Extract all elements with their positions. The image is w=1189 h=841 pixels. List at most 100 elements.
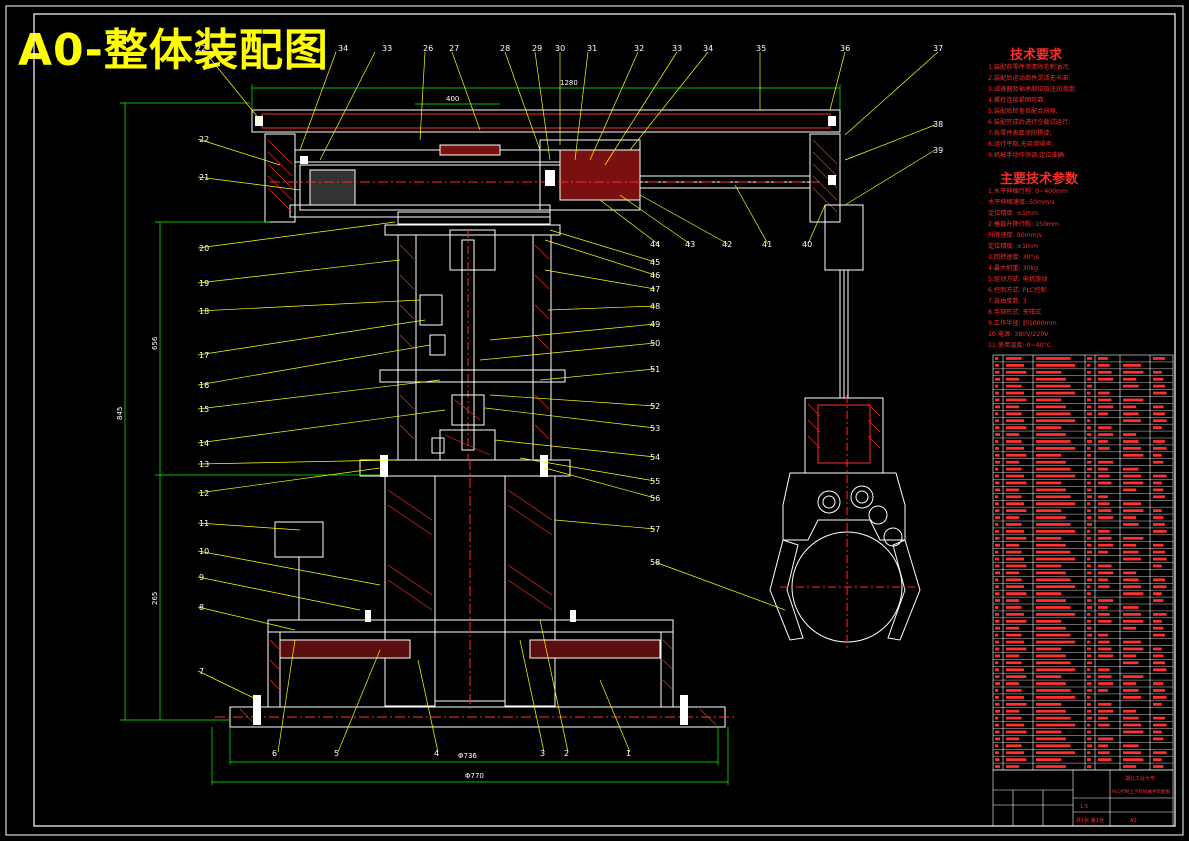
inner-frame <box>33 13 1176 827</box>
table-cell-text <box>1153 619 1162 623</box>
table-cell-text <box>1087 405 1092 409</box>
table-cell-text <box>1098 474 1110 478</box>
table-cell-text <box>1087 433 1092 436</box>
part-label: 28 <box>500 44 510 53</box>
part-label: 37 <box>933 44 943 53</box>
table-cell-text <box>1036 446 1076 450</box>
table-cell-text <box>1087 619 1091 623</box>
table-cell-text <box>995 391 999 395</box>
table-cell-text <box>1036 467 1071 471</box>
table-cell-text <box>1153 523 1165 526</box>
table-cell-text <box>1153 695 1167 699</box>
table-cell-text <box>1098 564 1112 568</box>
table-cell-text <box>1087 633 1093 637</box>
part-label: 6 <box>272 749 277 758</box>
table-cell-text <box>1153 495 1165 499</box>
table-cell-text <box>1006 689 1022 692</box>
table-cell-text <box>995 412 999 416</box>
table-cell-text <box>1123 405 1137 409</box>
table-cell-text <box>1087 557 1091 561</box>
table-cell-text <box>1098 599 1114 602</box>
table-cell-text <box>1006 440 1022 443</box>
table-cell-text <box>1036 612 1076 616</box>
table-cell-text <box>1153 702 1162 706</box>
table-cell-text <box>1087 370 1091 374</box>
table-cell-text <box>1036 619 1062 623</box>
part-label: 34 <box>703 44 713 53</box>
table-cell-text <box>995 744 999 748</box>
table-cell-text <box>1087 377 1092 381</box>
table-cell-text <box>1006 571 1020 575</box>
title-block-sheet: 共1张 第1张 <box>1076 817 1104 824</box>
param-item: 10.电源: 380V/220V <box>988 331 1049 338</box>
param-item: 1.水平伸缩行程: 0~400mm <box>988 188 1069 195</box>
table-cell-text <box>1087 744 1093 748</box>
table-cell-text <box>1006 550 1022 554</box>
table-cell-text <box>1006 723 1024 727</box>
table-cell-text <box>1036 585 1076 589</box>
table-cell-text <box>1036 440 1071 443</box>
table-cell-text <box>1006 737 1020 741</box>
param-item: 9.工作半径: 约1000mm <box>988 320 1057 327</box>
table-cell-text <box>1036 640 1076 644</box>
table-cell-text <box>1036 433 1066 436</box>
table-cell-text <box>995 384 999 388</box>
table-cell-text <box>995 363 999 367</box>
table-cell-text <box>1153 592 1162 596</box>
part-label: 51 <box>650 365 660 374</box>
title-block-drawing-name: PLC控制上下料机械手装配图 <box>1112 788 1170 795</box>
table-cell-text <box>1006 357 1022 360</box>
table-cell-text <box>1087 640 1091 644</box>
table-cell-text <box>995 495 999 499</box>
table-cell-text <box>1006 467 1022 471</box>
table-cell-text <box>1123 709 1137 713</box>
gripper-cylinder <box>824 204 864 398</box>
table-cell-text <box>1087 446 1091 450</box>
table-cell-text <box>1098 426 1112 430</box>
table-cell-text <box>1036 606 1071 609</box>
table-cell-text <box>1153 509 1162 513</box>
table-cell-text <box>1087 384 1093 388</box>
table-cell-text <box>1098 682 1114 685</box>
table-cell-text <box>1153 730 1162 734</box>
table-cell-text <box>1087 730 1091 734</box>
table-cell-text <box>1098 433 1114 436</box>
table-cell-text <box>1036 661 1071 665</box>
table-cell-text <box>1098 481 1112 485</box>
part-label: 17 <box>199 351 209 360</box>
table-cell-text <box>1036 571 1066 575</box>
table-cell-text <box>1153 384 1165 388</box>
table-cell-text <box>1006 758 1027 762</box>
table-cell-text <box>995 398 1000 402</box>
table-cell-text <box>1123 661 1139 665</box>
table-cell-text <box>1036 564 1062 568</box>
table-cell-text <box>1036 578 1071 582</box>
table-cell-text <box>1087 488 1092 492</box>
table-cell-text <box>1153 585 1167 589</box>
table-cell-text <box>1098 744 1108 748</box>
table-cell-text <box>1123 536 1144 540</box>
table-cell-text <box>1123 592 1144 596</box>
table-cell-text <box>1153 481 1162 485</box>
table-cell-text <box>1153 647 1162 651</box>
table-cell-text <box>1098 716 1108 720</box>
table-cell-text <box>1123 654 1137 658</box>
table-cell-text <box>1006 474 1024 478</box>
table-cell-text <box>1036 668 1076 672</box>
table-cell-text <box>1123 543 1137 547</box>
table-cell-text <box>1123 744 1139 748</box>
table-cell-text <box>995 716 999 720</box>
part-label: 29 <box>532 44 542 53</box>
param-item: 水平伸缩速度: 50mm/s <box>988 199 1055 206</box>
table-cell-text <box>1006 682 1020 685</box>
table-cell-text <box>1098 702 1112 706</box>
table-cell-text <box>1006 488 1020 492</box>
table-cell-text <box>1036 647 1062 651</box>
table-cell-text <box>1087 550 1093 554</box>
table-cell-text <box>1153 419 1167 423</box>
part-label: 13 <box>199 460 209 469</box>
table-cell-text <box>1153 474 1167 478</box>
table-cell-text <box>1098 668 1110 672</box>
table-cell-text <box>1006 744 1022 748</box>
